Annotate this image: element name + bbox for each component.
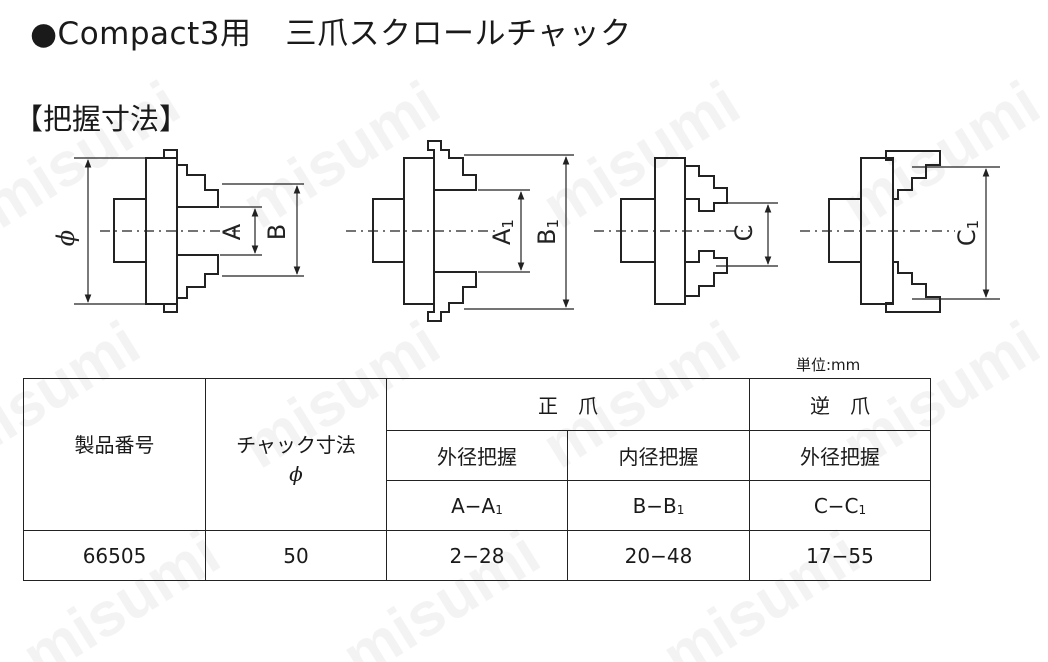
- header-normal-jaw: 正 爪: [386, 378, 750, 431]
- label-b: B: [263, 224, 291, 240]
- header-range-c: C−C1: [749, 480, 931, 531]
- header-range-a: A−A1: [386, 480, 568, 531]
- label-phi: ϕ: [52, 230, 80, 246]
- label-c: C: [730, 225, 758, 242]
- header-range-b: B−B1: [567, 480, 750, 531]
- cell-product-no: 66505: [23, 530, 206, 581]
- header-chuck-size-symbol: ϕ: [289, 462, 303, 486]
- table-row: 66505 50 2−28 20−48 17−55: [23, 530, 931, 581]
- title-product: 三爪スクロールチャック: [285, 16, 632, 52]
- label-a: A: [218, 223, 246, 240]
- header-inner-grip: 内径把握: [567, 430, 750, 481]
- cell-reverse-c: 17−55: [749, 530, 931, 581]
- header-outer-grip-normal: 外径把握: [386, 430, 568, 481]
- header-chuck-size-label: チャック寸法: [236, 433, 356, 457]
- cell-inner-b: 20−48: [567, 530, 750, 581]
- header-chuck-size: チャック寸法 ϕ: [205, 378, 387, 531]
- header-outer-grip-reverse: 外径把握: [749, 430, 931, 481]
- header-reverse-jaw: 逆 爪: [749, 378, 931, 431]
- header-product-no: 製品番号: [23, 378, 206, 531]
- figure-normal-jaw-a-b: [74, 149, 304, 313]
- figure-normal-jaw-a1-b1: [346, 140, 574, 322]
- spec-table: 製品番号 チャック寸法 ϕ 正 爪 逆 爪 外径把握 内径把握 外径把握 A−A…: [23, 378, 931, 581]
- section-heading: 【把握寸法】: [14, 102, 189, 136]
- cell-outer-a: 2−28: [386, 530, 568, 581]
- page-title: ●Compact3用三爪スクロールチャック: [30, 8, 632, 53]
- figure-reverse-jaw-c1: [800, 150, 1000, 313]
- label-a1: A1: [488, 219, 517, 245]
- cell-chuck-size: 50: [205, 530, 387, 581]
- unit-label: 単位:mm: [796, 356, 861, 374]
- grip-dimension-diagram: ϕ A B A1 B1 C C1: [52, 140, 1000, 322]
- label-b1: B1: [533, 219, 562, 245]
- figure-reverse-jaw-c: [594, 157, 778, 305]
- title-main: ●Compact3用: [30, 16, 252, 52]
- label-c1: C1: [953, 220, 982, 246]
